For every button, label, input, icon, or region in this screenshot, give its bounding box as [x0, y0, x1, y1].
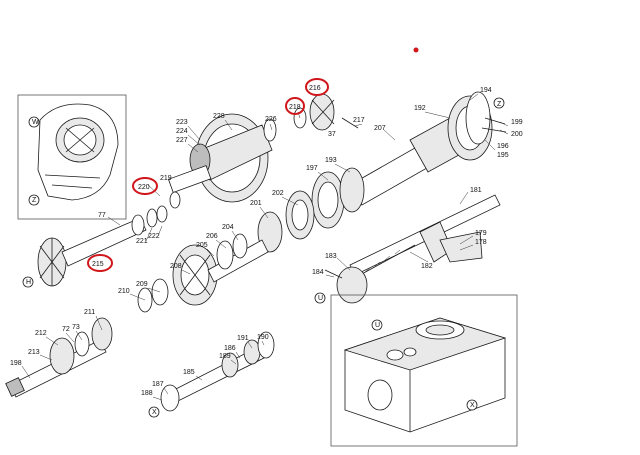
- label-213: 213: [28, 349, 40, 356]
- label-77: 77: [98, 212, 106, 219]
- highlight-220: [132, 177, 158, 195]
- label-212: 212: [35, 330, 47, 337]
- label-206: 206: [206, 233, 218, 240]
- callout-z-inset: Z: [32, 197, 37, 204]
- shift-fork-assembly: U: [314, 194, 501, 304]
- label-194: 194: [480, 87, 492, 94]
- label-215: 215: [92, 261, 104, 268]
- label-181: 181: [470, 187, 482, 194]
- middle-gear-assembly: [137, 233, 269, 313]
- label-195: 195: [497, 152, 509, 159]
- label-192: 192: [414, 105, 426, 112]
- label-224: 224: [176, 128, 188, 135]
- callout-x: X: [152, 409, 157, 416]
- label-193: 193: [325, 157, 337, 164]
- part-labels: 223 224 227 228 226 218 216 217 37 207 1…: [10, 85, 523, 397]
- label-179: 179: [475, 230, 487, 237]
- label-223: 223: [176, 119, 188, 126]
- label-228: 228: [213, 113, 225, 120]
- label-197: 197: [306, 165, 318, 172]
- label-73: 73: [72, 324, 80, 331]
- label-211: 211: [84, 309, 95, 316]
- label-216: 216: [309, 85, 321, 92]
- callout-w: W: [32, 119, 39, 126]
- callout-h: H: [26, 279, 31, 286]
- label-191: 191: [237, 335, 249, 342]
- label-204: 204: [222, 224, 234, 231]
- label-202: 202: [272, 190, 284, 197]
- label-184: 184: [312, 269, 324, 276]
- label-200: 200: [511, 131, 523, 138]
- label-72: 72: [62, 326, 70, 333]
- red-dot-marker: [413, 47, 419, 53]
- label-37: 37: [328, 131, 336, 138]
- callout-u: U: [318, 295, 323, 302]
- label-221: 221: [136, 238, 148, 245]
- inset-gearbox-housing: U X: [330, 294, 518, 447]
- label-186: 186: [224, 345, 236, 352]
- label-183: 183: [325, 253, 337, 260]
- label-209: 209: [136, 281, 148, 288]
- label-208: 208: [170, 263, 182, 270]
- label-196: 196: [497, 143, 509, 150]
- callout-z: Z: [497, 101, 502, 108]
- label-198: 198: [10, 360, 22, 367]
- label-205: 205: [196, 242, 208, 249]
- label-178: 178: [475, 239, 487, 246]
- label-201: 201: [250, 200, 262, 207]
- input-gear-assembly: H: [22, 191, 181, 288]
- label-210: 210: [118, 288, 130, 295]
- lower-center-shaft: X: [148, 331, 275, 418]
- highlight-marks: [87, 78, 329, 272]
- label-227: 227: [176, 137, 188, 144]
- label-222: 222: [148, 233, 160, 240]
- label-219: 219: [160, 175, 172, 182]
- highlight-215: [87, 254, 113, 272]
- label-226: 226: [265, 116, 277, 123]
- highlight-218: [285, 97, 305, 115]
- label-189: 189: [219, 353, 231, 360]
- label-182: 182: [421, 263, 433, 270]
- label-185: 185: [183, 369, 195, 376]
- label-190: 190: [257, 334, 269, 341]
- callout-u-housing: U: [375, 322, 380, 329]
- lower-left-shaft: [5, 317, 113, 398]
- inset-housing-view: W Z: [17, 94, 127, 220]
- upper-shaft-assembly: Z: [167, 91, 507, 253]
- label-220: 220: [138, 184, 150, 191]
- callout-x-housing: X: [470, 402, 475, 409]
- label-199: 199: [511, 119, 523, 126]
- label-187: 187: [152, 381, 164, 388]
- label-207: 207: [374, 125, 386, 132]
- leader-lines: [21, 93, 509, 401]
- label-188: 188: [141, 390, 153, 397]
- highlight-216: [305, 78, 329, 96]
- label-217: 217: [353, 117, 365, 124]
- label-218: 218: [289, 104, 301, 111]
